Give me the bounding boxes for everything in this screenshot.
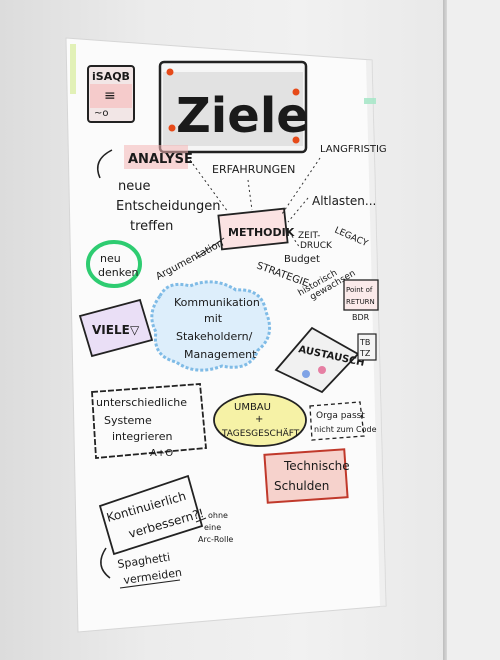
page-title: Ziele xyxy=(176,88,309,144)
tape-top-left xyxy=(70,44,76,94)
note-erfahrungen: ERFAHRUNGEN xyxy=(212,163,295,176)
note-tb: TB xyxy=(359,338,370,347)
tape-top-right xyxy=(364,98,376,104)
wall-panel-right xyxy=(447,0,500,660)
note-denken: denken xyxy=(98,266,138,279)
note-orga-2: nicht zum Code xyxy=(314,425,377,434)
note-ohne-2: eine xyxy=(204,523,221,532)
note-analyse: ANALYSE xyxy=(128,152,193,167)
note-sys-1: unterschiedliche xyxy=(96,396,187,409)
note-point-1: Point of xyxy=(346,286,373,294)
note-neue-1: neue xyxy=(118,179,150,194)
note-neue-2: Entscheidungen xyxy=(116,199,221,214)
note-viele: VIELE xyxy=(92,323,130,337)
note-orga-1: Orga passt xyxy=(316,411,365,421)
note-neue-3: treffen xyxy=(130,219,173,234)
note-komm-4: Management xyxy=(184,348,257,361)
note-bdr: BDR xyxy=(352,313,370,322)
note-umbau-1: UMBAU xyxy=(234,402,271,413)
note-ohne-1: ohne xyxy=(208,511,228,520)
logo-text: iSAQB xyxy=(92,70,130,83)
note-tech-2: Schulden xyxy=(274,479,329,493)
note-sys-4: A+O xyxy=(150,448,173,459)
svg-text:▽: ▽ xyxy=(130,323,140,337)
note-neu: neu xyxy=(100,252,121,265)
note-komm-1: Kommunikation xyxy=(174,296,260,309)
note-budget: Budget xyxy=(284,254,320,265)
note-zeit-2: DRUCK xyxy=(300,241,333,251)
note-sys-3: integrieren xyxy=(112,430,172,443)
note-tz: TZ xyxy=(359,349,371,358)
note-sys-2: Systeme xyxy=(104,414,152,427)
note-altlasten: Altlasten... xyxy=(312,194,376,208)
note-point-2: RETURN xyxy=(346,298,375,306)
note-komm-2: mit xyxy=(204,312,223,325)
note-tech-1: Technische xyxy=(283,459,350,473)
note-ohne-3: Arc-Rolle xyxy=(198,535,233,544)
title-box: Ziele xyxy=(158,60,309,154)
wall-seam xyxy=(443,0,447,660)
svg-text:≡: ≡ xyxy=(104,88,116,104)
note-komm-3: Stakeholdern/ xyxy=(176,330,253,343)
svg-text:~o: ~o xyxy=(94,108,109,119)
isaqb-logo: iSAQB ≡ ~o xyxy=(87,65,135,123)
note-umbau-2: + xyxy=(255,414,263,425)
note-methodik: METHODIK xyxy=(228,226,295,239)
note-umbau-3: TAGESGESCHÄFT xyxy=(221,428,300,439)
note-langfristig: LANGFRISTIG xyxy=(320,144,387,155)
note-zeit-1: ZEIT- xyxy=(298,231,320,241)
